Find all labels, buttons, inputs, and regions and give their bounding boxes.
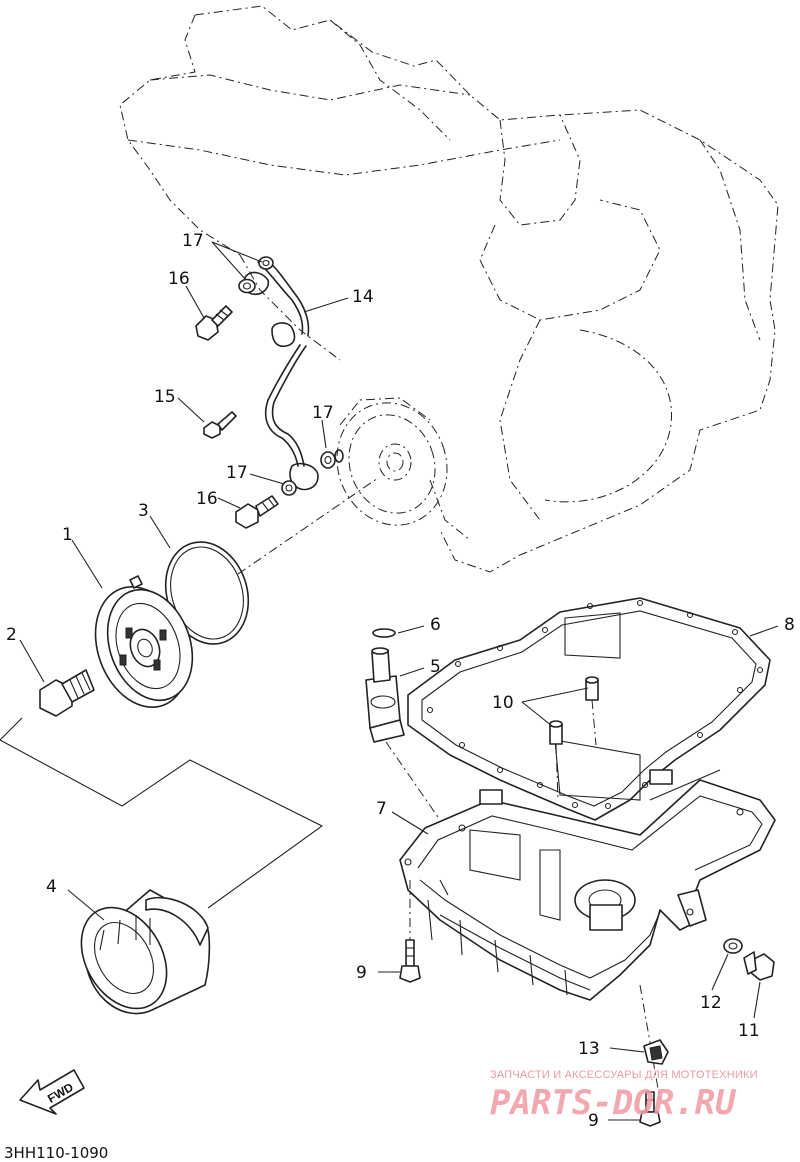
oil-pan-gasket-8 — [407, 597, 771, 821]
dowel-pin-10b — [549, 720, 563, 745]
o-ring-6 — [372, 628, 396, 638]
union-bolt-16-lower — [235, 495, 279, 529]
callout-15: 15 — [154, 387, 176, 407]
watermark-brand: PARTS-DOR.RU — [490, 1083, 737, 1123]
callout-12: 12 — [700, 993, 722, 1013]
callout-7: 7 — [376, 799, 387, 819]
callout-9-lower-bolt: 9 — [588, 1111, 599, 1131]
copper-washer-17-lower — [281, 480, 297, 496]
callout-17-upper: 17 — [182, 231, 204, 251]
callout-2: 2 — [6, 625, 17, 645]
dowel-axis-a — [591, 699, 597, 746]
oil-strainer-5 — [365, 647, 405, 743]
copper-washer-17-middle — [320, 449, 344, 469]
oil-filter-4 — [80, 889, 211, 1015]
o-ring-3 — [164, 541, 250, 645]
watermark-logo: ЗАПЧАСТИ И АКСЕССУАРЫ ДЛЯ МОТОТЕХНИКИ PA… — [490, 1069, 758, 1123]
drain-bolt-11 — [743, 951, 775, 981]
callout-11: 11 — [738, 1021, 760, 1041]
callout-14: 14 — [352, 287, 374, 307]
callout-17-middle: 17 — [312, 403, 334, 423]
union-bolt-16-upper — [195, 305, 233, 341]
assembly-axis-line — [237, 477, 379, 575]
oil-cooler-1 — [94, 575, 194, 708]
callout-17-lower: 17 — [226, 463, 248, 483]
strainer-axis — [385, 741, 441, 821]
callout-16-lower: 16 — [196, 489, 218, 509]
callout-13: 13 — [578, 1039, 600, 1059]
watermark-tagline: ЗАПЧАСТИ И АКСЕССУАРЫ ДЛЯ МОТОТЕХНИКИ — [490, 1069, 758, 1081]
callout-5: 5 — [430, 657, 441, 677]
callout-9-pan-bolt: 9 — [356, 963, 367, 983]
callout-1: 1 — [62, 525, 73, 545]
forward-direction-arrow: FWD — [19, 1069, 85, 1115]
pan-bolt-9b — [639, 1091, 661, 1127]
dowel-pin-10a — [585, 676, 599, 701]
pan-bolt-9a — [399, 939, 421, 983]
clip-13 — [643, 1039, 669, 1065]
callout-16-upper: 16 — [168, 269, 190, 289]
callout-3: 3 — [138, 501, 149, 521]
diagram-code: 3HH110-1090 — [4, 1144, 108, 1162]
callout-6: 6 — [430, 615, 441, 635]
dowel-axis-b — [555, 743, 559, 801]
assembly-path-line — [0, 739, 324, 909]
callout-10: 10 — [492, 693, 514, 713]
drain-axis — [639, 984, 661, 1101]
leader-lines — [19, 241, 779, 1121]
filter-mount-boss — [336, 397, 448, 526]
callout-4: 4 — [46, 877, 57, 897]
oil-delivery-pipe — [243, 257, 319, 491]
engine-block-outline — [119, 5, 779, 573]
oil-cooler-bolt-2 — [39, 669, 95, 717]
oil-pan-7 — [399, 769, 776, 1001]
copper-washer-17-upper — [238, 256, 274, 294]
bolt-15 — [203, 411, 237, 439]
callout-8: 8 — [784, 615, 795, 635]
assembly-path-line-2 — [0, 717, 23, 741]
drain-gasket-12 — [723, 938, 743, 954]
